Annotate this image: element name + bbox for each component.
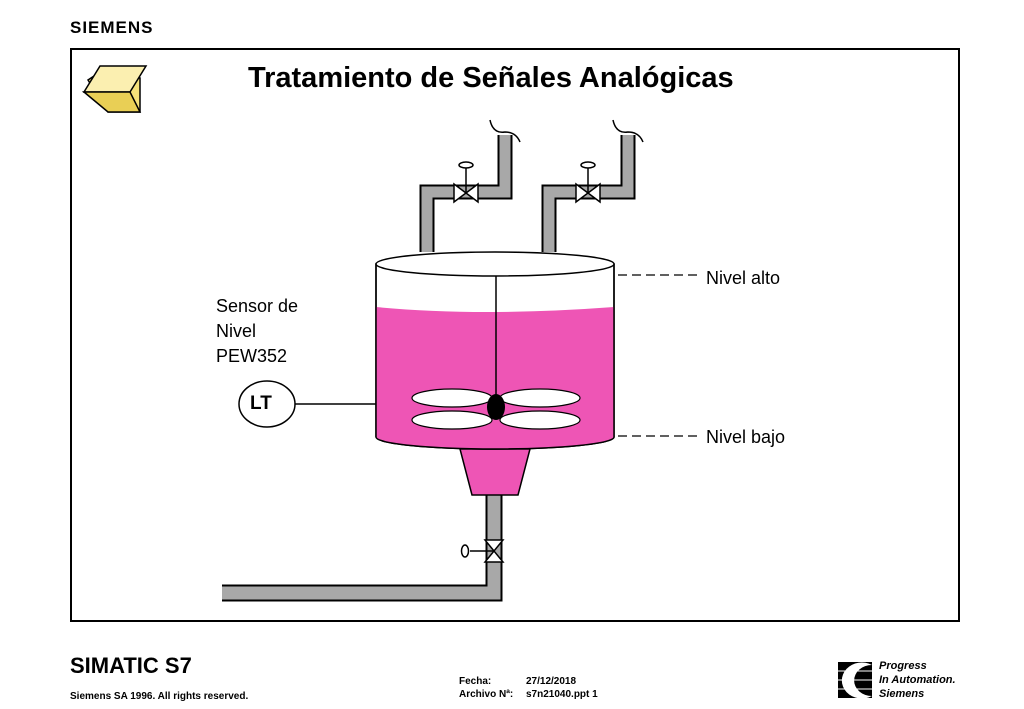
sensor-label-line1: Sensor de (216, 296, 299, 316)
date-label: Fecha: (459, 676, 492, 687)
tank (375, 251, 615, 496)
inlet-pipe-2 (541, 119, 644, 252)
file-label: Archivo Nª: (459, 689, 514, 700)
copyright: Siemens SA 1996. All rights reserved. (70, 691, 249, 702)
high-level-label: Nivel alto (706, 268, 781, 288)
tank-funnel (459, 448, 531, 496)
outlet-valve-icon[interactable] (460, 539, 505, 563)
slogan-line-2: In Automation. (879, 674, 956, 686)
sensor-address: PEW352 (216, 346, 288, 366)
inlet-valve-1-icon[interactable] (453, 161, 479, 204)
agitator-icon (411, 276, 581, 430)
slogan-line-3: Siemens (879, 688, 925, 700)
slide-frame (70, 48, 960, 622)
siemens-brand: SIEMENS (70, 18, 154, 37)
product-name: SIMATIC S7 (70, 653, 192, 678)
tank-liquid (376, 307, 614, 449)
tank-top (375, 251, 615, 277)
date-value: 27/12/2018 (526, 676, 577, 687)
file-value: s7n21040.ppt 1 (526, 689, 598, 700)
folder-icon[interactable] (81, 65, 148, 113)
outlet-pipe (222, 495, 503, 602)
slide-title: Tratamiento de Señales Analógicas (248, 62, 734, 94)
inlet-valve-2-icon[interactable] (575, 161, 601, 204)
sensor-label-line2: Nivel (216, 321, 257, 341)
siemens-logo-icon (838, 662, 872, 699)
inlet-pipe-1 (419, 119, 521, 252)
low-level-label: Nivel bajo (706, 427, 786, 447)
slogan-line-1: Progress (879, 660, 927, 672)
transmitter-tag: LT (250, 393, 272, 414)
